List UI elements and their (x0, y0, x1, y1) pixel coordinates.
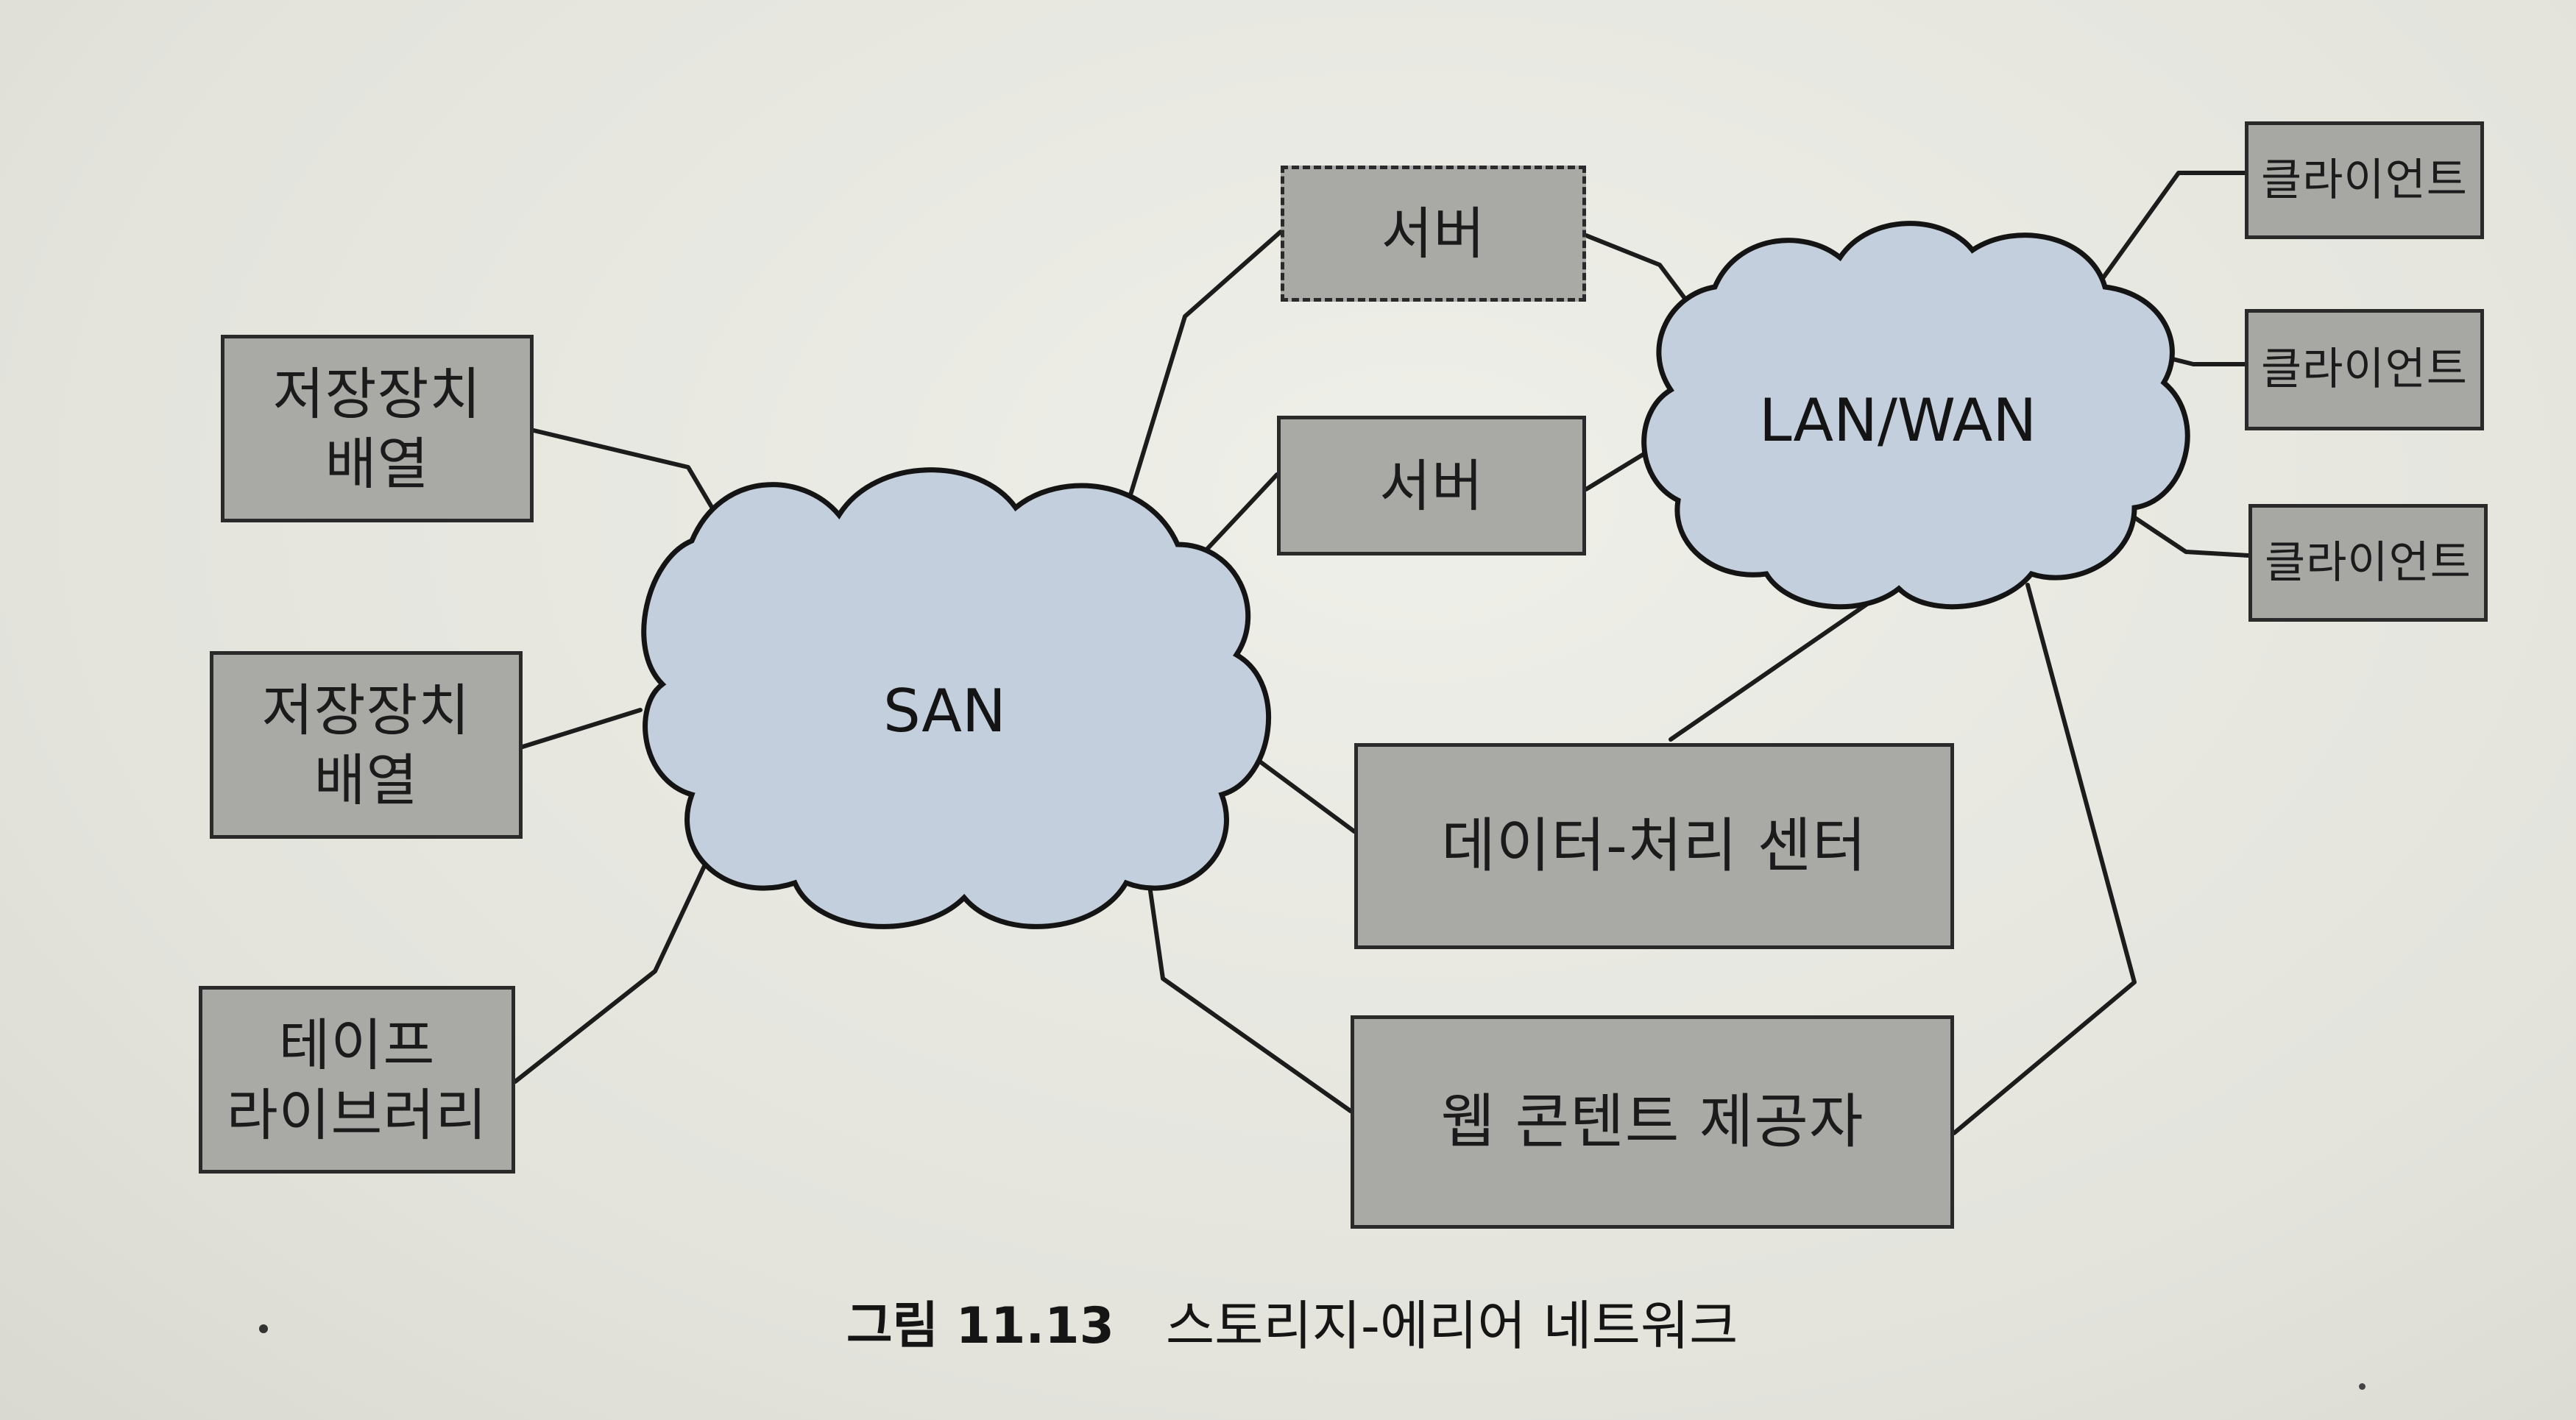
link-server1-lan (1584, 233, 1695, 311)
storage-array-2-label: 저장장치 배열 (261, 677, 471, 813)
tape-library: 테이프 라이브러리 (199, 986, 515, 1174)
san-label: SAN (883, 677, 1006, 745)
figure-title: 스토리지-에리어 네트워크 (1165, 1294, 1738, 1357)
link-lan-client3 (2129, 513, 2251, 558)
server-1-label: 서버 (1381, 201, 1486, 266)
san-cloud (641, 467, 1271, 929)
client-1: 클라이언트 (2245, 121, 2484, 239)
server-2-label: 서버 (1379, 452, 1484, 519)
client-3-label: 클라이언트 (2265, 536, 2471, 589)
web-content-provider-label: 웹 콘텐트 제공자 (1440, 1087, 1864, 1156)
client-3: 클라이언트 (2248, 504, 2488, 622)
link-san-datacenter (1253, 756, 1356, 834)
client-2-label: 클라이언트 (2261, 344, 2468, 395)
margin-dot (2359, 1383, 2366, 1390)
data-processing-center: 데이터-처리 센터 (1354, 743, 1954, 949)
figure-caption: 그림 11.13 스토리지-에리어 네트워크 (846, 1284, 1738, 1357)
storage-array-1: 저장장치 배열 (221, 335, 534, 522)
link-lan-datacenter (1669, 590, 1886, 742)
lan-wan-label: LAN/WAN (1759, 386, 2037, 455)
server-2: 서버 (1277, 416, 1586, 555)
link-storage2-san (520, 708, 643, 749)
client-1-label: 클라이언트 (2261, 154, 2468, 206)
web-content-provider: 웹 콘텐트 제공자 (1351, 1015, 1954, 1229)
lan-wan-cloud (1641, 221, 2190, 610)
data-processing-center-label: 데이터-처리 센터 (1441, 812, 1867, 880)
tape-library-label: 테이프 라이브러리 (226, 1012, 488, 1148)
link-san-server1 (1117, 230, 1283, 536)
storage-array-2: 저장장치 배열 (210, 651, 523, 839)
server-1: 서버 (1281, 166, 1586, 302)
figure-number: 그림 11.13 (846, 1296, 1114, 1355)
client-2: 클라이언트 (2245, 309, 2484, 430)
margin-dot (259, 1324, 268, 1333)
link-tape-san (513, 851, 712, 1084)
link-server2-lan (1584, 447, 1655, 491)
storage-array-1-label: 저장장치 배열 (272, 361, 482, 497)
link-lan-client1 (2092, 171, 2247, 293)
link-san-web (1146, 873, 1353, 1113)
link-lan-web (1952, 583, 2137, 1135)
